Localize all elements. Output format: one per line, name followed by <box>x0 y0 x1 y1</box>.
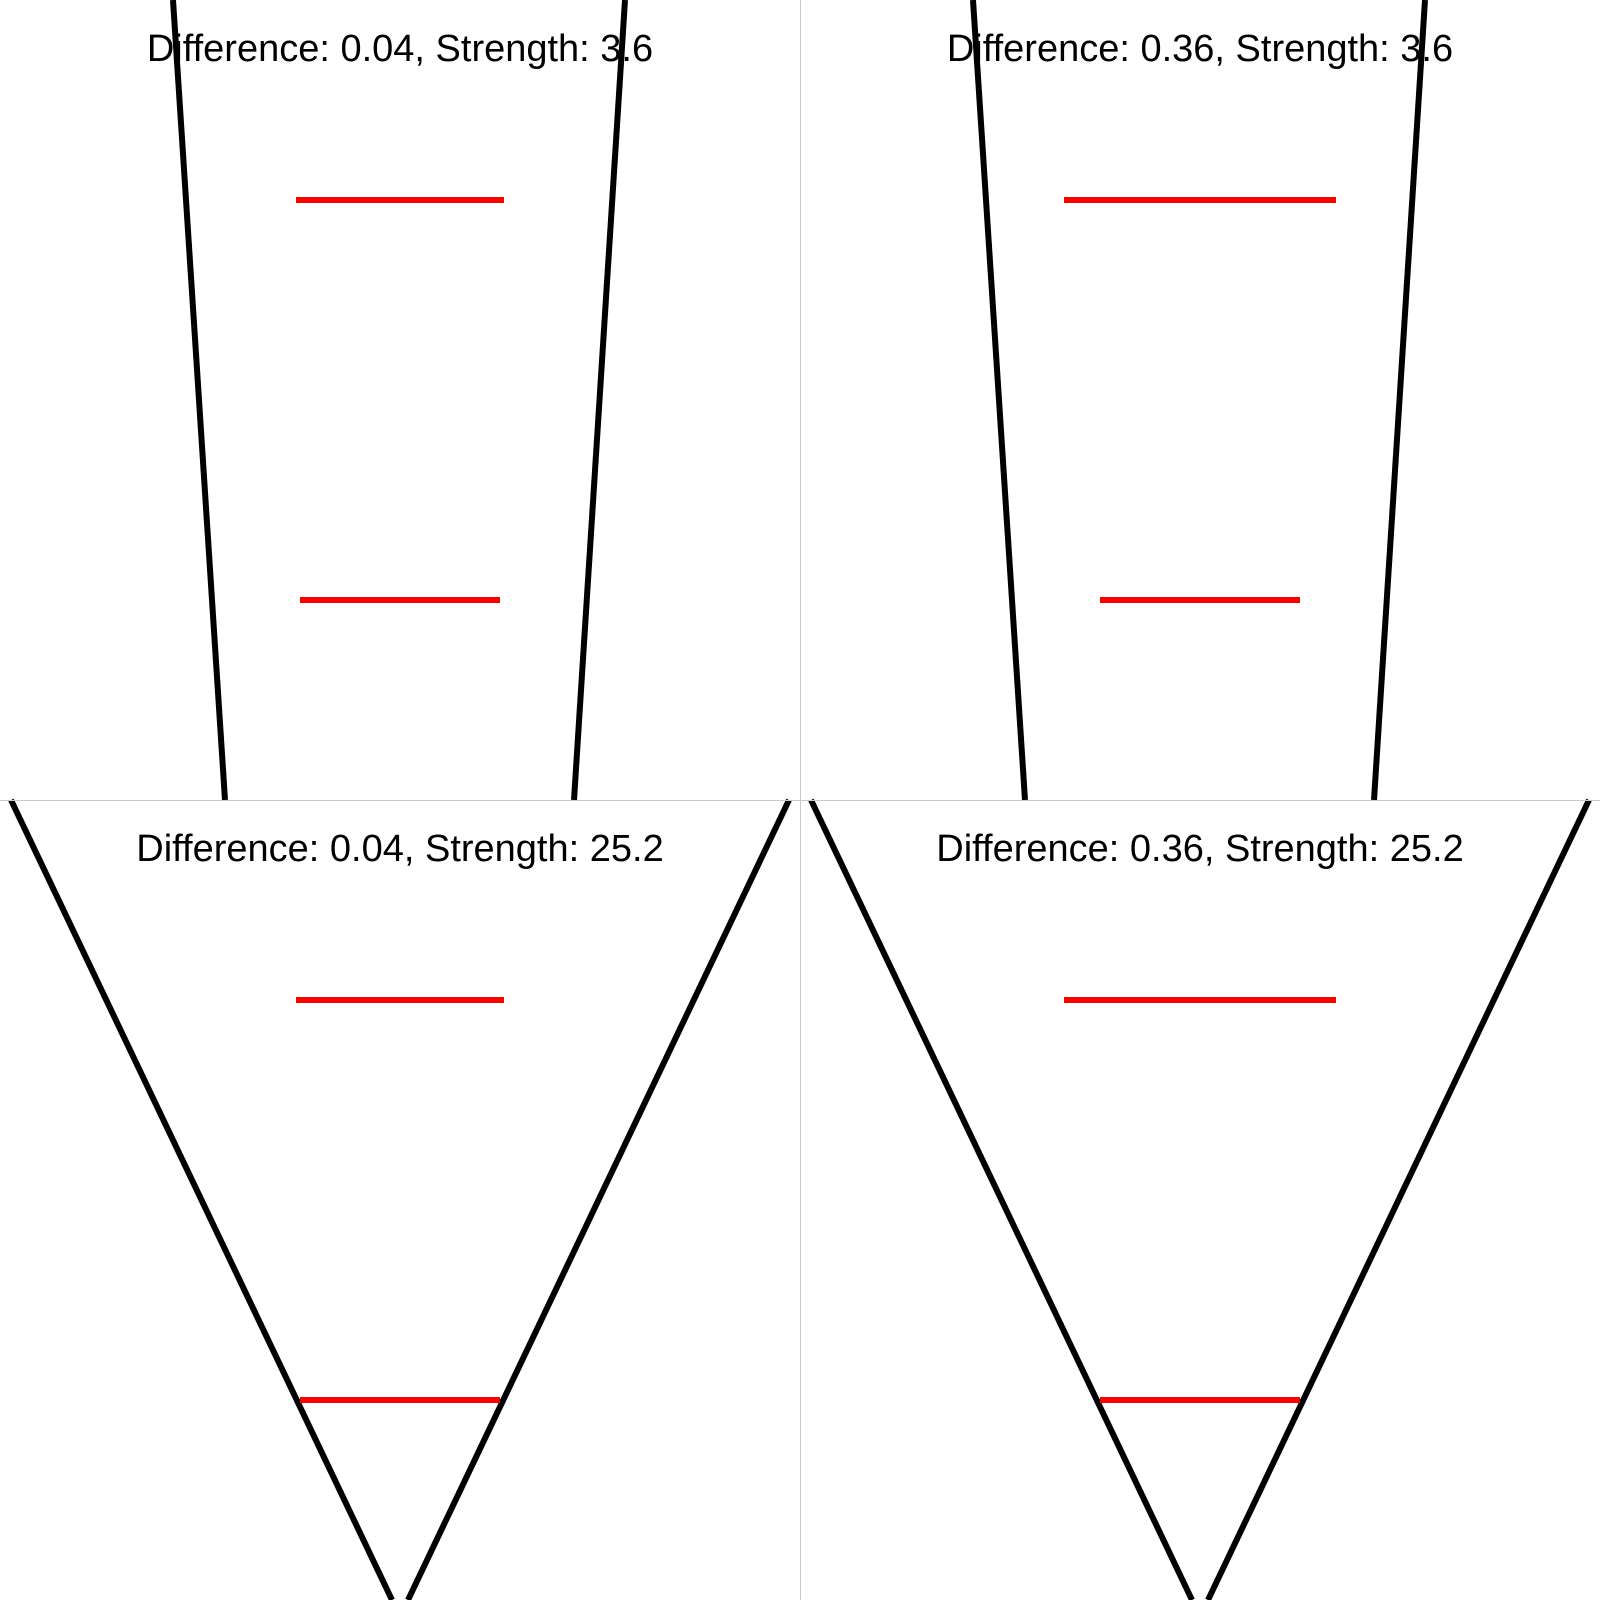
inducer-line-right <box>405 798 792 1600</box>
panel-title: Difference: 0.04, Strength: 3.6 <box>147 28 653 70</box>
panel-title: Difference: 0.04, Strength: 25.2 <box>136 828 663 870</box>
panel-top-right: Difference: 0.36, Strength: 3.6 <box>947 0 1453 801</box>
inducer-line-right <box>1371 0 1428 801</box>
inducer-line-right <box>571 0 628 801</box>
inducer-line-left <box>808 798 1195 1600</box>
inducer-line-right <box>1205 798 1592 1600</box>
inducer-line-left <box>170 0 228 801</box>
panel-top-left: Difference: 0.04, Strength: 3.6 <box>147 0 653 801</box>
panel-title: Difference: 0.36, Strength: 25.2 <box>936 828 1463 870</box>
inducer-line-left <box>970 0 1028 801</box>
panel-bottom-right: Difference: 0.36, Strength: 25.2 <box>808 798 1592 1600</box>
inducer-line-left <box>8 798 395 1600</box>
panel-bottom-left: Difference: 0.04, Strength: 25.2 <box>8 798 792 1600</box>
panel-title: Difference: 0.36, Strength: 3.6 <box>947 28 1453 70</box>
